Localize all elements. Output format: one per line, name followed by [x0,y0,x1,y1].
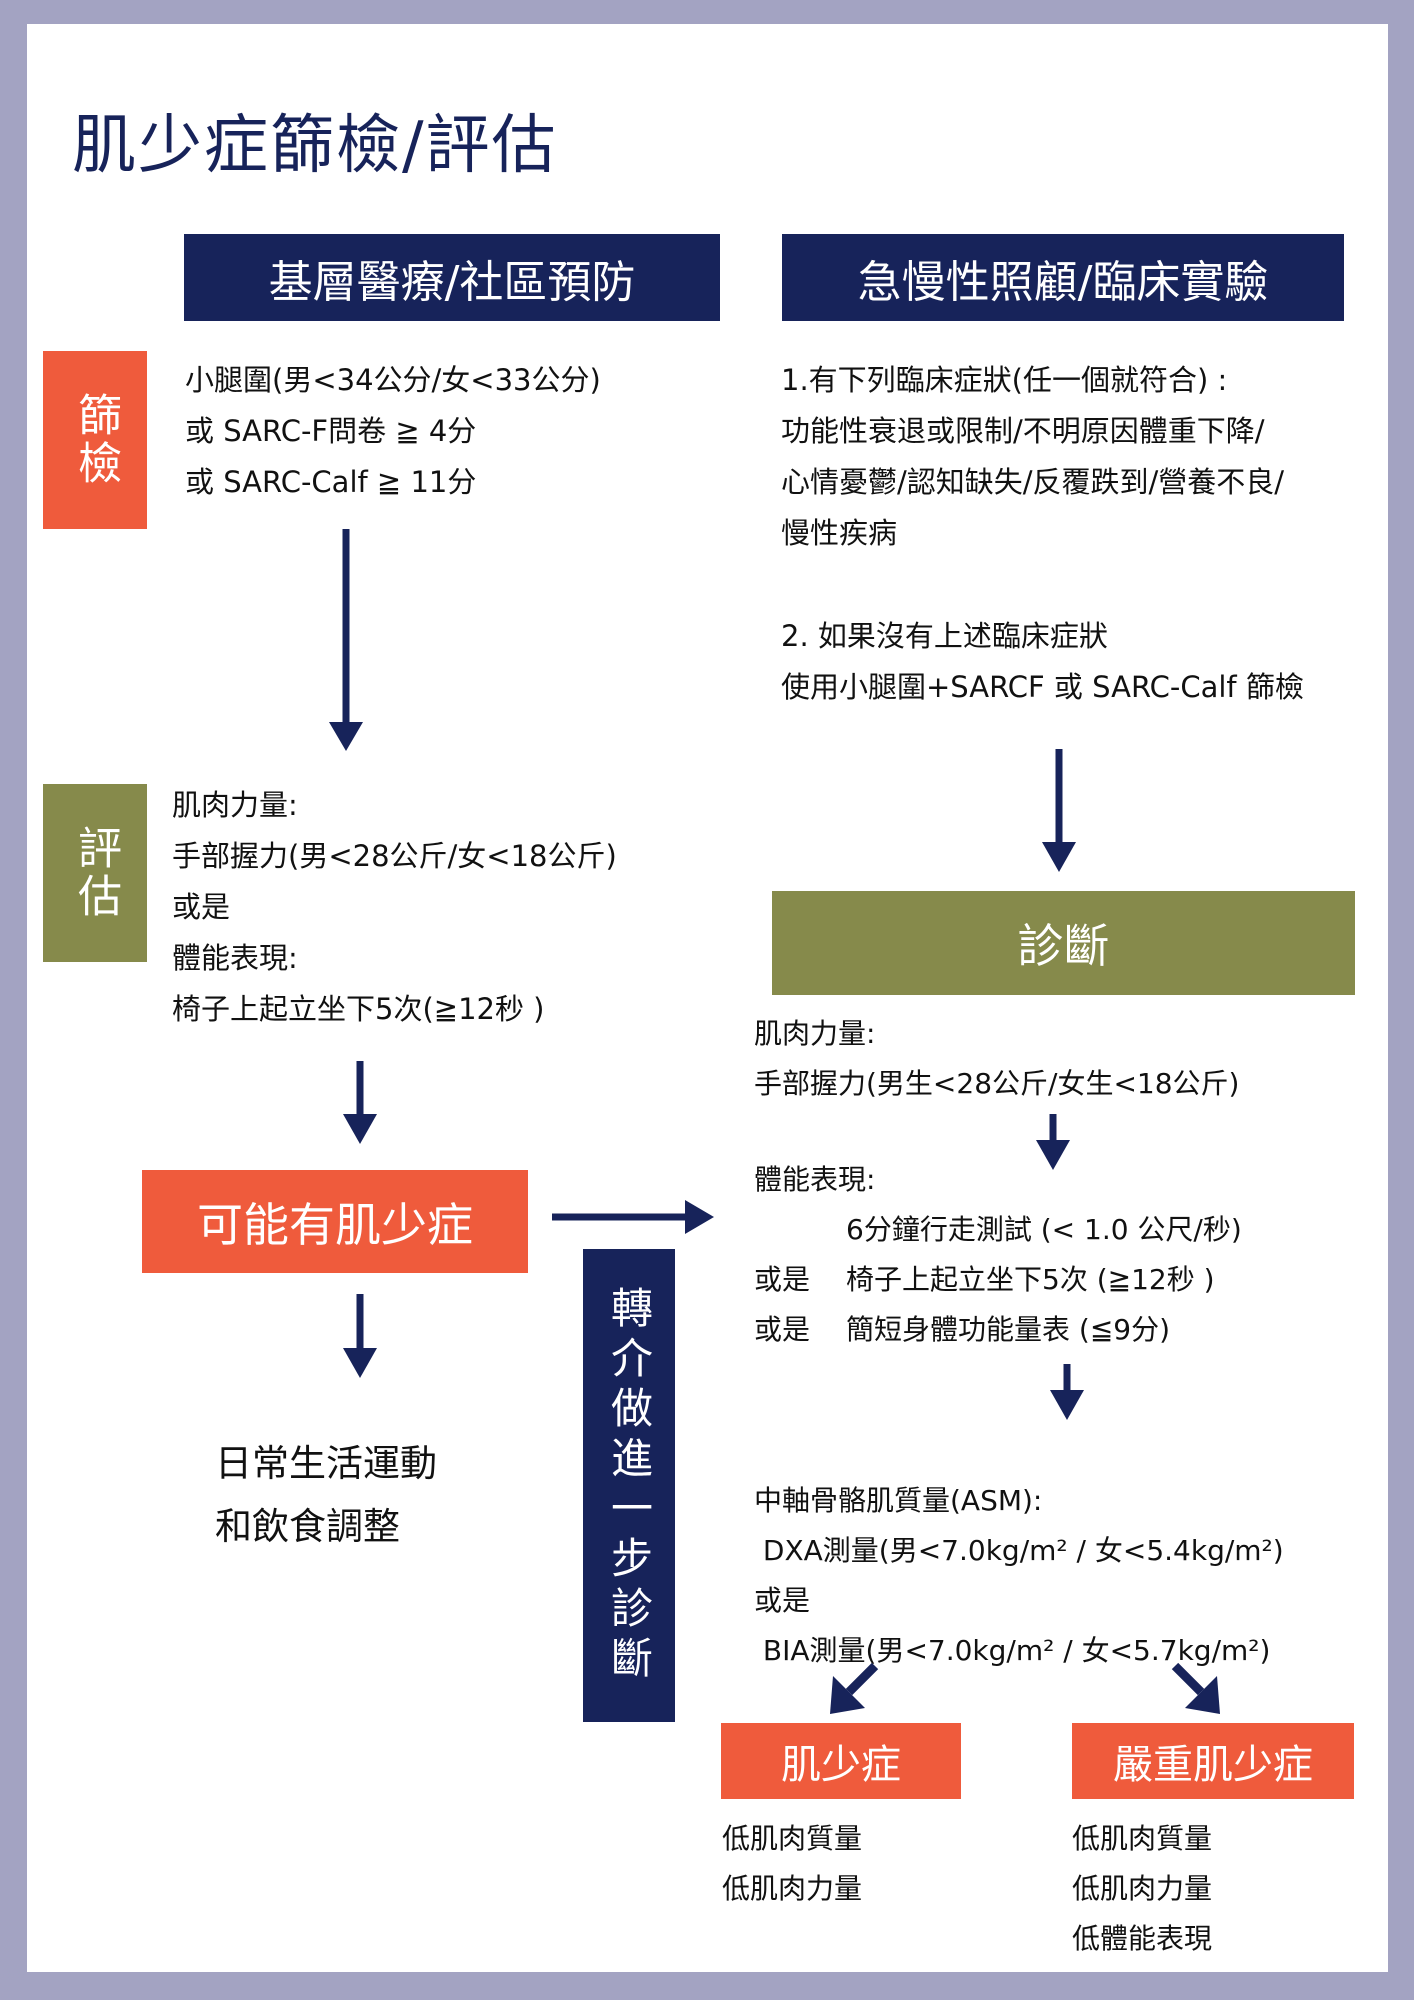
text-line: DXA測量(男<7.0kg/m² / 女<5.4kg/m²) [754,1534,1284,1567]
text-line: 體能表現: [172,941,298,975]
text-line: 使用小腿圍+SARCF 或 SARC-Calf 篩檢 [781,670,1304,704]
text-line: 低肌肉力量 [1072,1872,1213,1905]
text-line: 肌肉力量: [172,788,298,822]
sarcopenia-result-box: 肌少症 [721,1723,961,1799]
arrow-down-icon [343,1294,377,1378]
text-line: 1.有下列臨床症狀(任一個就符合) : [781,363,1228,397]
asm-criteria: 中軸骨骼肌質量(ASM): DXA測量(男<7.0kg/m² / 女<5.4kg… [754,1476,1284,1676]
arrow-down-icon [343,1061,377,1144]
row-prefix [754,1205,846,1255]
text-line: 手部握力(男生<28公斤/女生<18公斤) [754,1067,1240,1100]
clinical-criteria-2: 2. 如果沒有上述臨床症狀 使用小腿圍+SARCF 或 SARC-Calf 篩檢 [781,611,1304,713]
performance-row: 或是 簡短身體功能量表 (≦9分) [754,1305,1242,1355]
page-title: 肌少症篩檢/評估 [72,109,558,183]
text-line: 低肌肉質量 [722,1822,863,1855]
severe-sarcopenia-result-box: 嚴重肌少症 [1072,1723,1354,1799]
assessment-label: 評估 [43,784,147,962]
clinical-criteria: 1.有下列臨床症狀(任一個就符合) : 功能性衰退或限制/不明原因體重下降/ 心… [781,355,1284,559]
severe-result-list: 低肌肉質量 低肌肉力量 低體能表現 [1072,1814,1212,1964]
text-line: 或是 [754,1584,811,1617]
row-text: 6分鐘行走測試 (< 1.0 公尺/秒) [846,1213,1242,1246]
page-card: 肌少症篩檢/評估 基層醫療/社區預防 急慢性照顧/臨床實驗 篩檢 評估 小腿圍(… [27,24,1388,1972]
text-line: 或 SARC-Calf ≧ 11分 [185,465,477,499]
text-line: 慢性疾病 [781,516,898,550]
diagnosis-box: 診斷 [772,891,1355,995]
text-line: 中軸骨骼肌質量(ASM): [754,1484,1043,1517]
performance-row: 6分鐘行走測試 (< 1.0 公尺/秒) [754,1205,1242,1255]
text-line: 小腿圍(男<34公分/女<33公分) [185,363,601,397]
arrow-right-icon [552,1200,714,1234]
text-line: 或是 [172,890,231,924]
left-assessment-text: 肌肉力量: 手部握力(男<28公斤/女<18公斤) 或是 體能表現: 椅子上起立… [172,780,617,1035]
text-line: 手部握力(男<28公斤/女<18公斤) [172,839,617,873]
diagnosis-performance: 6分鐘行走測試 (< 1.0 公尺/秒) 或是 椅子上起立坐下5次 (≧12秒 … [754,1205,1242,1355]
row-prefix: 或是 [754,1313,811,1346]
left-column-header: 基層醫療/社區預防 [184,234,720,321]
row-prefix: 或是 [754,1263,811,1296]
text-line: 2. 如果沒有上述臨床症狀 [781,619,1108,653]
arrow-down-icon [329,529,363,751]
text-line: BIA測量(男<7.0kg/m² / 女<5.7kg/m²) [754,1634,1271,1667]
text-line: 肌肉力量: [754,1017,876,1050]
right-column-header: 急慢性照顧/臨床實驗 [782,234,1344,321]
row-text: 簡短身體功能量表 (≦9分) [846,1313,1171,1346]
performance-row: 或是 椅子上起立坐下5次 (≧12秒 ) [754,1255,1242,1305]
screening-label: 篩檢 [43,351,147,529]
arrow-down-icon [1042,749,1076,872]
left-screening-text: 小腿圍(男<34公分/女<33公分) 或 SARC-F問卷 ≧ 4分 或 SAR… [185,355,601,508]
text-line: 低體能表現 [1072,1922,1213,1955]
text-line: 日常生活運動 [215,1442,437,1485]
text-line: 功能性衰退或限制/不明原因體重下降/ [781,414,1265,448]
text-line: 或 SARC-F問卷 ≧ 4分 [185,414,477,448]
sarcopenia-result-list: 低肌肉質量 低肌肉力量 [722,1814,862,1914]
row-text: 椅子上起立坐下5次 (≧12秒 ) [846,1263,1215,1296]
text-line: 低肌肉質量 [1072,1822,1213,1855]
possible-sarcopenia-box: 可能有肌少症 [142,1170,528,1273]
diagnosis-strength: 肌肉力量: 手部握力(男生<28公斤/女生<18公斤) [754,1009,1239,1109]
arrow-down-icon [1050,1364,1084,1420]
text-line: 低肌肉力量 [722,1872,863,1905]
referral-box: 轉介做進一步診斷 [583,1249,675,1722]
text-line: 椅子上起立坐下5次(≧12秒 ) [172,992,545,1026]
lifestyle-advice: 日常生活運動 和飲食調整 [215,1432,437,1558]
diagnosis-performance-title: 體能表現: [754,1163,876,1196]
text-line: 心情憂鬱/認知缺失/反覆跌到/營養不良/ [781,465,1285,499]
arrow-down-icon [1036,1114,1070,1170]
text-line: 和飲食調整 [215,1505,400,1548]
